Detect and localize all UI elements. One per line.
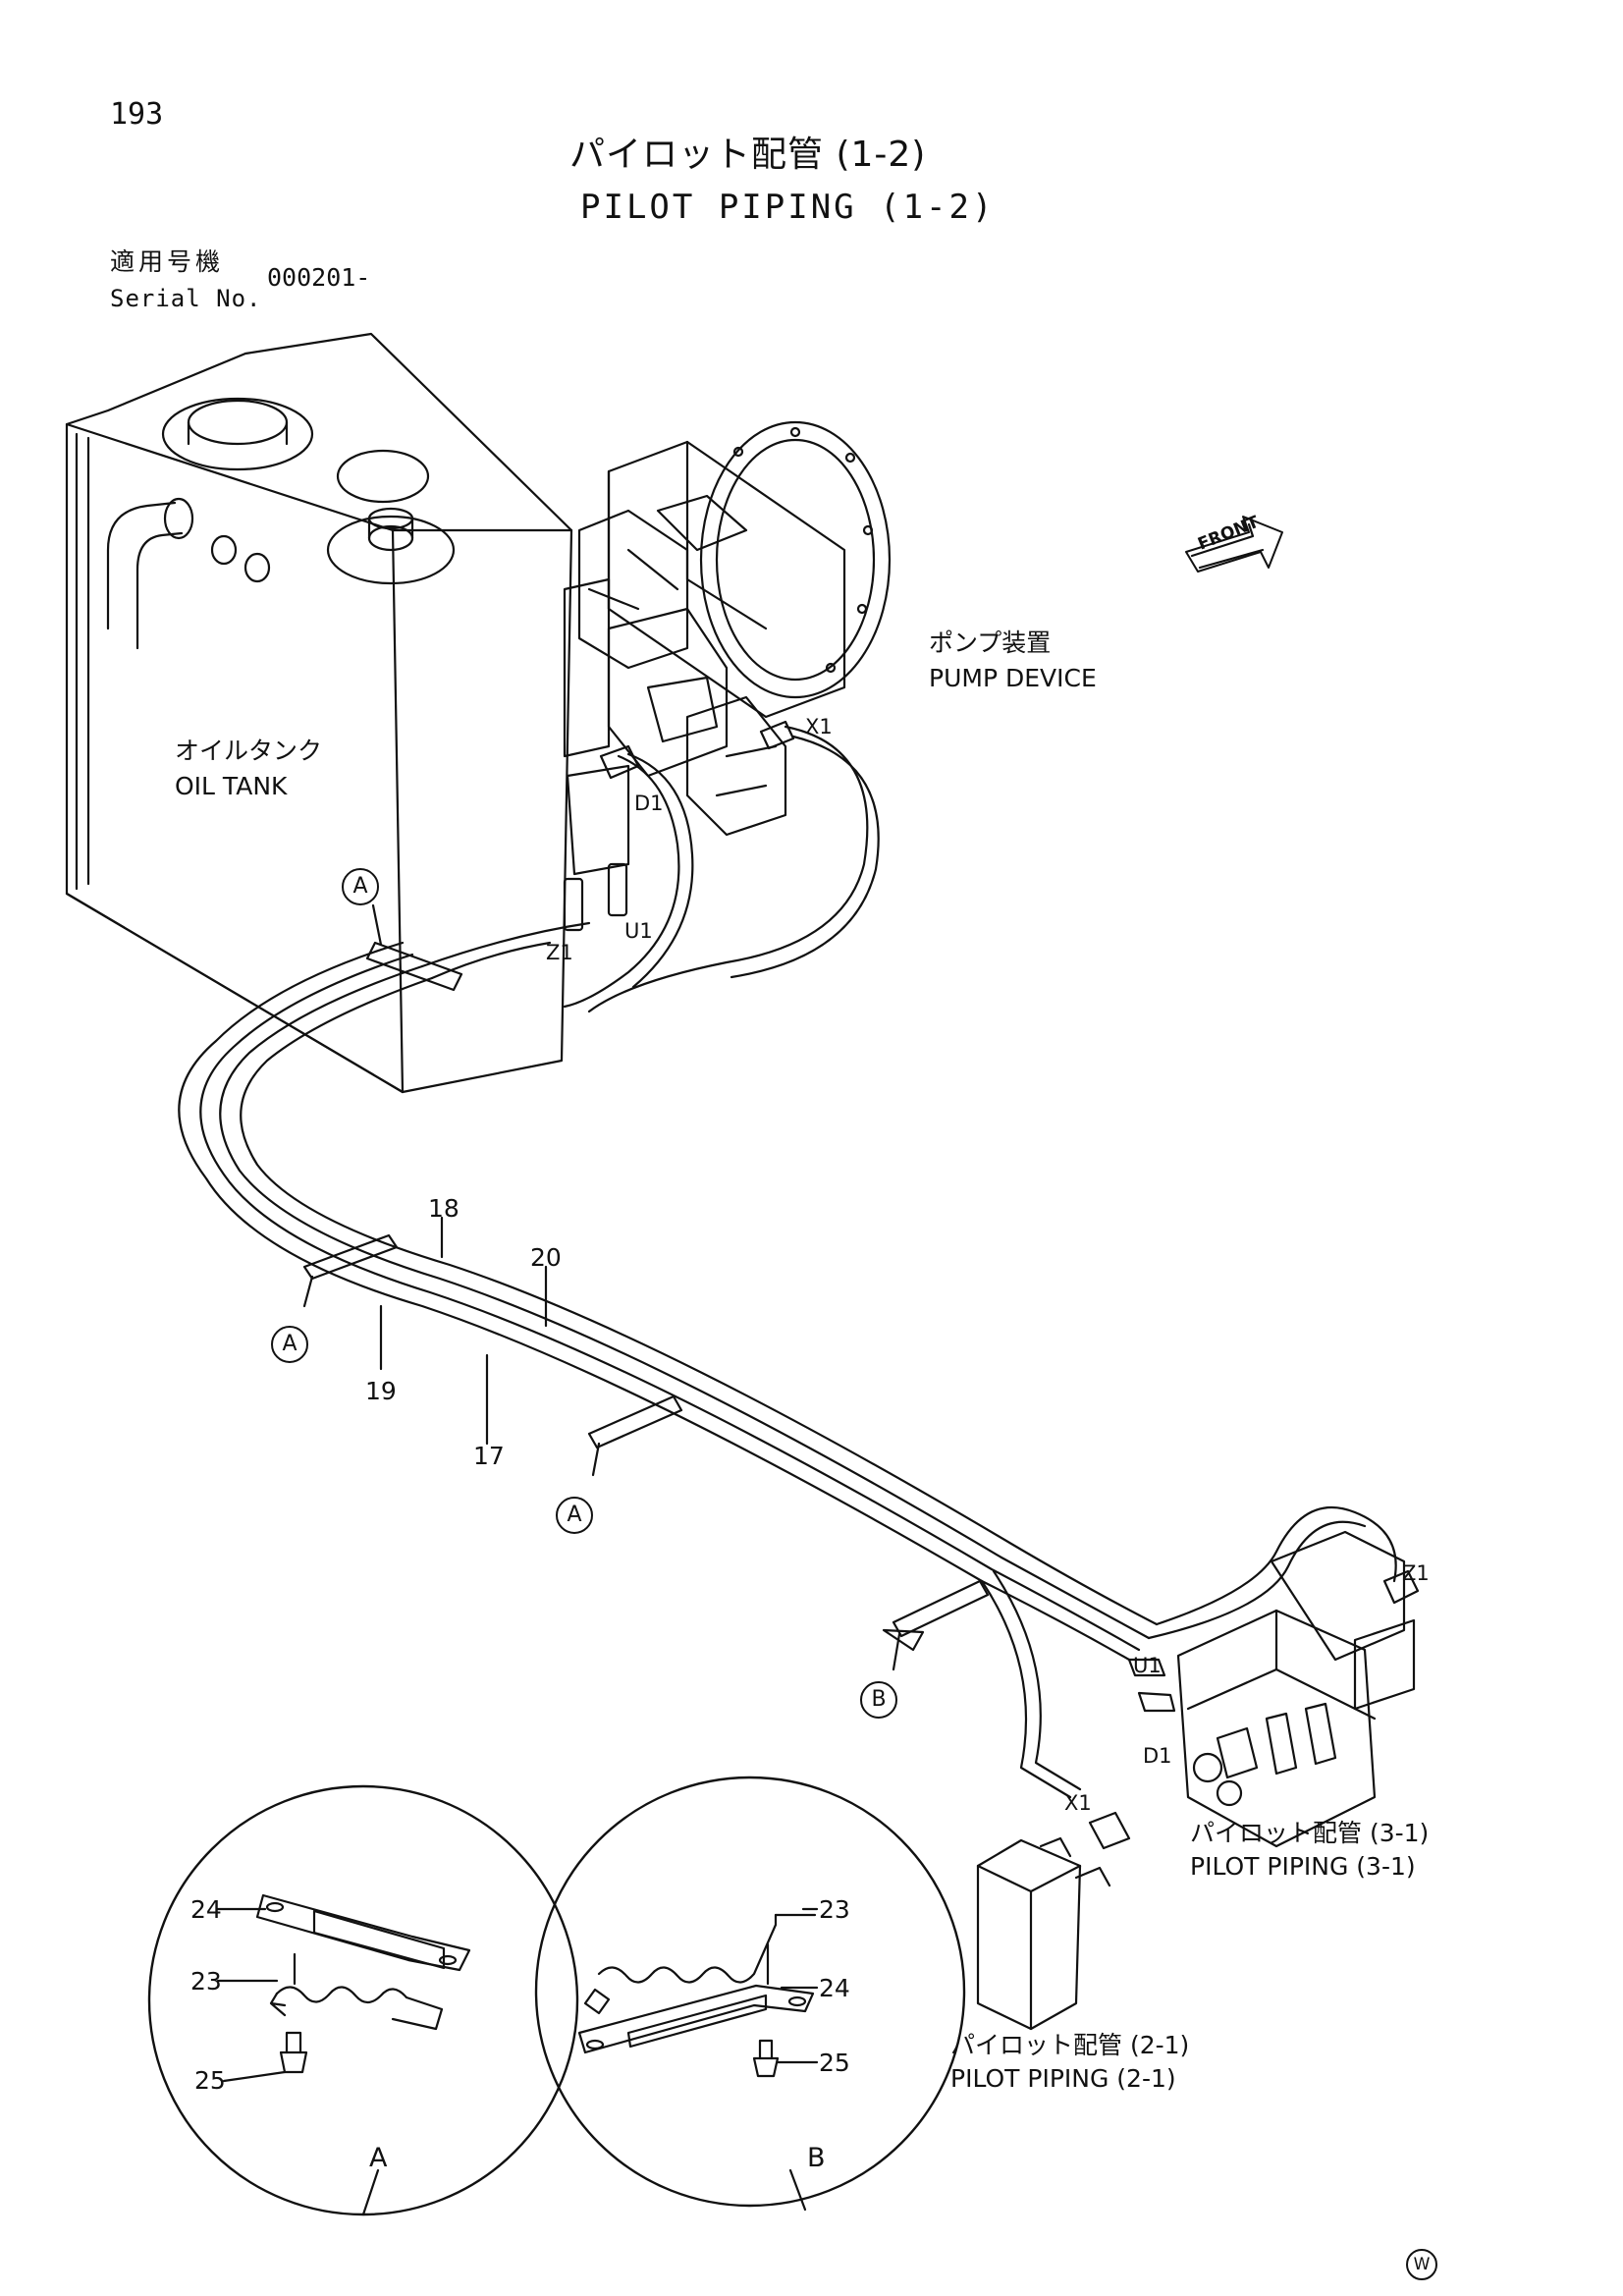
clamp-callout-b: B (860, 1681, 897, 1719)
port-label-x1-pump: X1 (805, 715, 833, 738)
detail-a-label: A (369, 2143, 388, 2173)
control-valve-drawing (1127, 1530, 1420, 1848)
detail-a-drawing (147, 1784, 579, 2216)
oil-tank-label-japanese: オイルタンク (175, 737, 323, 765)
detail-b-part-23: 23 (819, 1895, 850, 1924)
part-number-18: 18 (428, 1194, 460, 1223)
clamps (302, 941, 990, 1652)
pilot-piping-2-1-label-english: PILOT PIPING (2-1) (950, 2064, 1176, 2093)
detail-b-part-24: 24 (819, 1974, 850, 2002)
part-number-17: 17 (473, 1442, 505, 1470)
front-arrow (1185, 516, 1283, 573)
part-number-20: 20 (530, 1243, 562, 1272)
port-label-u1-pump: U1 (624, 919, 653, 943)
page-title-japanese: パイロット配管 (1-2) (569, 135, 927, 175)
port-label-d1-pump: D1 (634, 792, 664, 815)
port-label-z1-valve: Z1 (1402, 1561, 1430, 1585)
pump-device-drawing (563, 420, 892, 1013)
pilot-piping-3-1-label-japanese: パイロット配管 (3-1) (1190, 1819, 1430, 1847)
clamp-callout-a-middle: A (271, 1326, 308, 1363)
serial-label-japanese: 適用号機 (110, 247, 225, 276)
page-number: 193 (110, 97, 164, 132)
detail-a-part-25: 25 (194, 2066, 226, 2095)
oil-tank-drawing (65, 332, 573, 1094)
part-number-19: 19 (365, 1377, 397, 1405)
detail-a-part-24: 24 (190, 1895, 222, 1924)
port-label-x1-box: X1 (1064, 1791, 1092, 1815)
port-label-u1-valve: U1 (1133, 1654, 1162, 1677)
detail-b-part-25: 25 (819, 2049, 850, 2077)
detail-a-part-23: 23 (190, 1967, 222, 1995)
serial-label-english: Serial No. (110, 285, 262, 312)
pump-device-label-japanese: ポンプ装置 (929, 629, 1052, 657)
manufacturer-mark: W (1406, 2249, 1437, 2280)
hose-bundle (178, 921, 1397, 1799)
pilot-piping-3-1-label-english: PILOT PIPING (3-1) (1190, 1852, 1416, 1881)
port-label-d1-valve: D1 (1143, 1744, 1172, 1768)
pump-device-label-english: PUMP DEVICE (929, 664, 1097, 692)
clamp-callout-a-lower: A (556, 1497, 593, 1534)
detail-b-label: B (807, 2143, 826, 2173)
detail-b-drawing (534, 1776, 966, 2212)
oil-tank-label-english: OIL TANK (175, 772, 288, 800)
clamp-callout-a-upper: A (342, 868, 379, 905)
serial-number-value: 000201- (267, 263, 371, 292)
callout-leaders (302, 903, 901, 1671)
pilot-piping-2-1-label-japanese: パイロット配管 (2-1) (950, 2031, 1190, 2059)
page-title-english: PILOT PIPING (1-2) (580, 188, 996, 227)
pilot-box-drawing (976, 1811, 1131, 2031)
port-label-z1-pump: Z1 (546, 941, 573, 964)
